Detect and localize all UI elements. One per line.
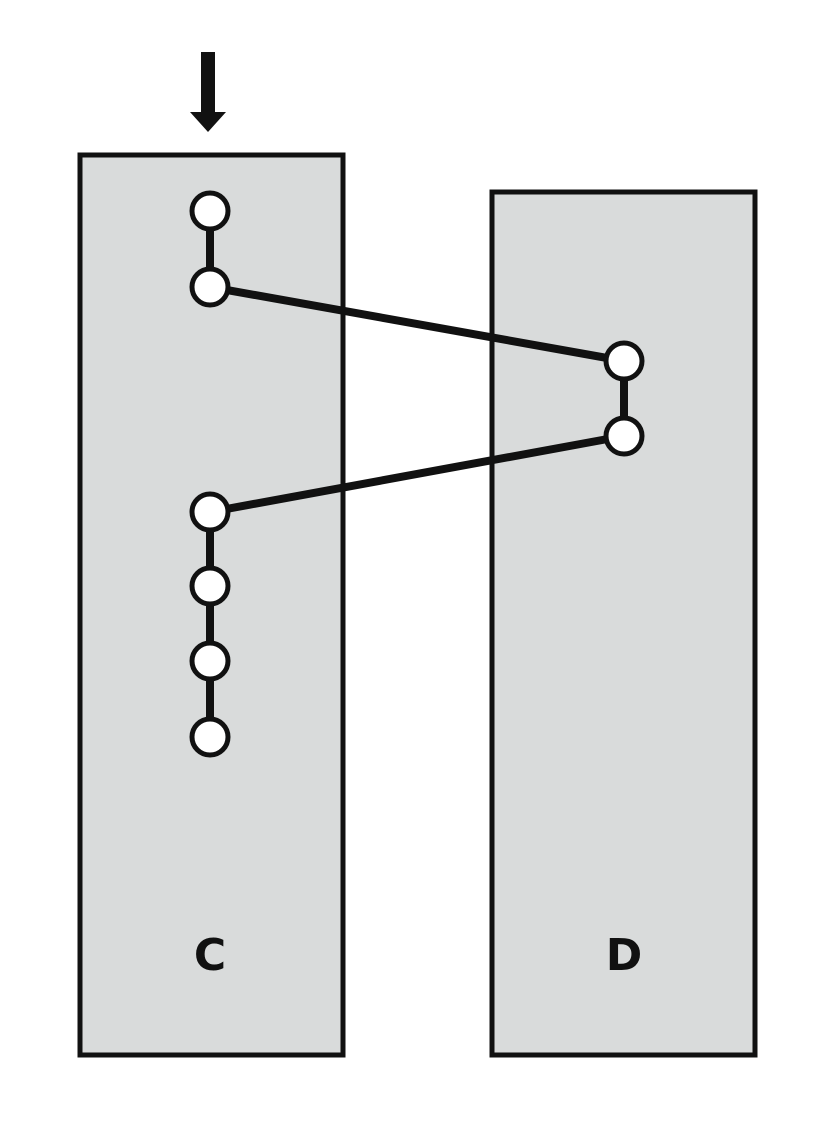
node-d2	[603, 415, 645, 457]
block-d-label: D	[606, 930, 643, 981]
node-c5	[189, 640, 231, 682]
arrow-down-icon	[190, 52, 226, 132]
node-c1	[189, 190, 231, 232]
block-c-label: C	[194, 930, 226, 981]
nodes	[189, 190, 645, 758]
node-c6	[189, 716, 231, 758]
node-c3	[189, 491, 231, 533]
node-c4	[189, 565, 231, 607]
node-c2	[189, 266, 231, 308]
block-d	[489, 189, 758, 1058]
edge-d2-c3	[209, 432, 625, 516]
edge-c2-d1	[209, 283, 625, 365]
node-d1	[603, 340, 645, 382]
